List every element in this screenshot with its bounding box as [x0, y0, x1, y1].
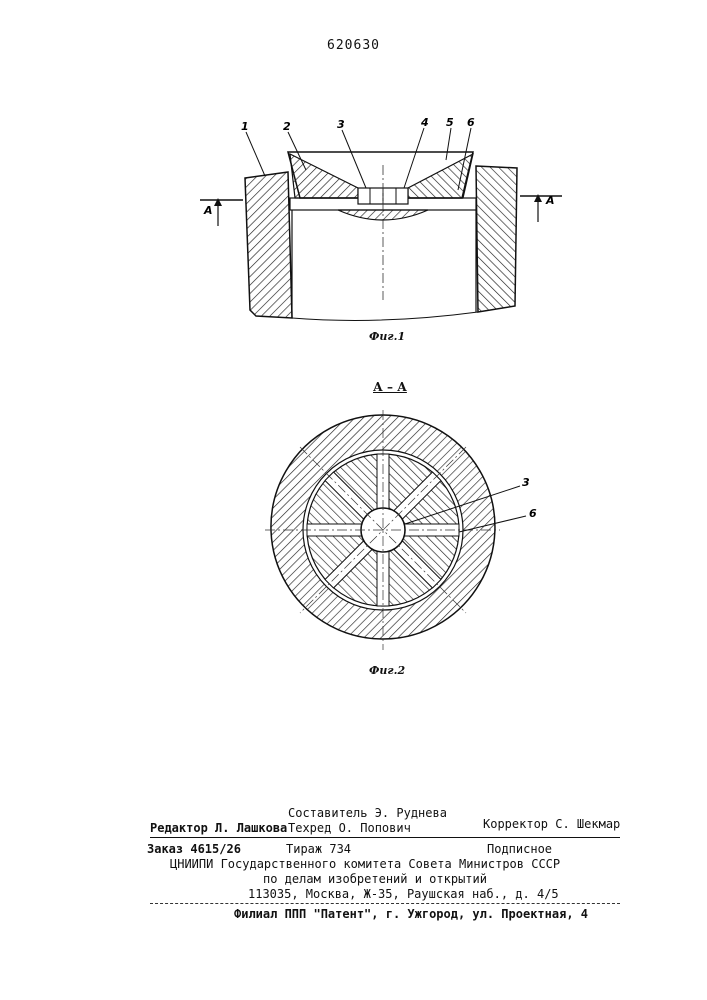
tech-editor: Техред О. Попович — [288, 821, 411, 835]
callout-5: 5 — [446, 116, 454, 129]
pipe-wall-left — [245, 172, 292, 318]
callout-2: 2 — [283, 120, 291, 133]
fig2-callout-3: 3 — [522, 476, 530, 489]
callout-1: 1 — [241, 120, 249, 133]
institute-line-1: ЦНИИПИ Государственного комитета Совета … — [170, 857, 560, 871]
figure-1-drawing: А А 1 2 3 4 5 6 — [0, 0, 707, 700]
callout-4: 4 — [420, 116, 429, 129]
figure-2-drawing: 3 6 — [265, 410, 537, 650]
subscription: Подписное — [487, 842, 552, 856]
cone-left — [290, 154, 358, 198]
callout-3: 3 — [337, 118, 345, 131]
order-number: Заказ 4615/26 — [147, 842, 241, 856]
divider-2 — [150, 903, 620, 904]
section-mark-left: А — [203, 204, 213, 217]
institute-line-2: по делам изобретений и открытий — [263, 872, 487, 886]
fig2-callout-6: 6 — [529, 507, 537, 520]
section-title: А – А — [373, 380, 407, 394]
cone-right — [408, 154, 473, 198]
address: 113035, Москва, Ж-35, Раушская наб., д. … — [248, 887, 559, 901]
section-mark-right: А — [545, 194, 555, 207]
circulation: Тираж 734 — [286, 842, 351, 856]
figure-1-caption: Фиг.1 — [369, 330, 405, 343]
divider-1 — [150, 837, 620, 838]
pipe-wall-right — [476, 166, 517, 312]
proofreader: Корректор С. Шекмар — [483, 817, 620, 831]
editor: Редактор Л. Лашкова — [150, 821, 287, 835]
callout-6: 6 — [467, 116, 475, 129]
compiler: Составитель Э. Руднева — [288, 806, 447, 820]
figure-2-caption: Фиг.2 — [369, 664, 405, 677]
branch: Филиал ППП "Патент", г. Ужгород, ул. Про… — [234, 907, 588, 921]
